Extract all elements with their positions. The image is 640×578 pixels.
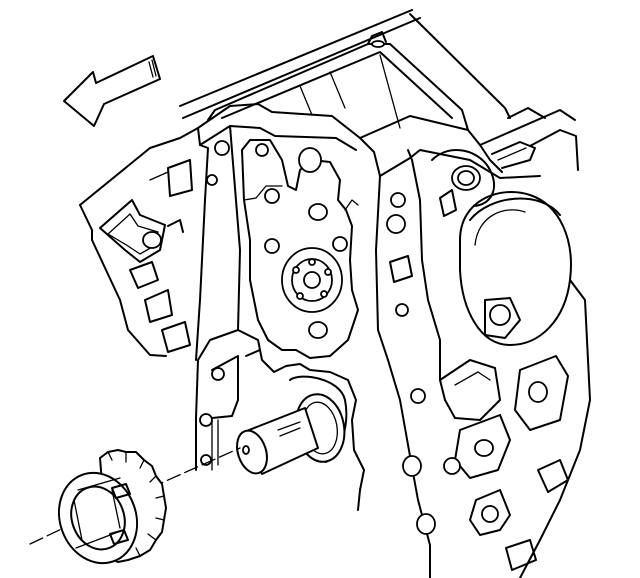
cover-bolt-holes — [199, 140, 461, 535]
block-left-flange — [79, 127, 209, 361]
block-top-deck — [179, 9, 576, 146]
front-cover-outline — [195, 103, 431, 578]
crankshaft-sprocket-icon — [57, 449, 167, 565]
direction-arrow-icon — [63, 55, 161, 127]
block-right-side — [359, 115, 591, 578]
alignment-centerline — [29, 447, 241, 545]
camshaft-boss — [255, 143, 348, 339]
crankshaft-snout — [236, 407, 319, 475]
